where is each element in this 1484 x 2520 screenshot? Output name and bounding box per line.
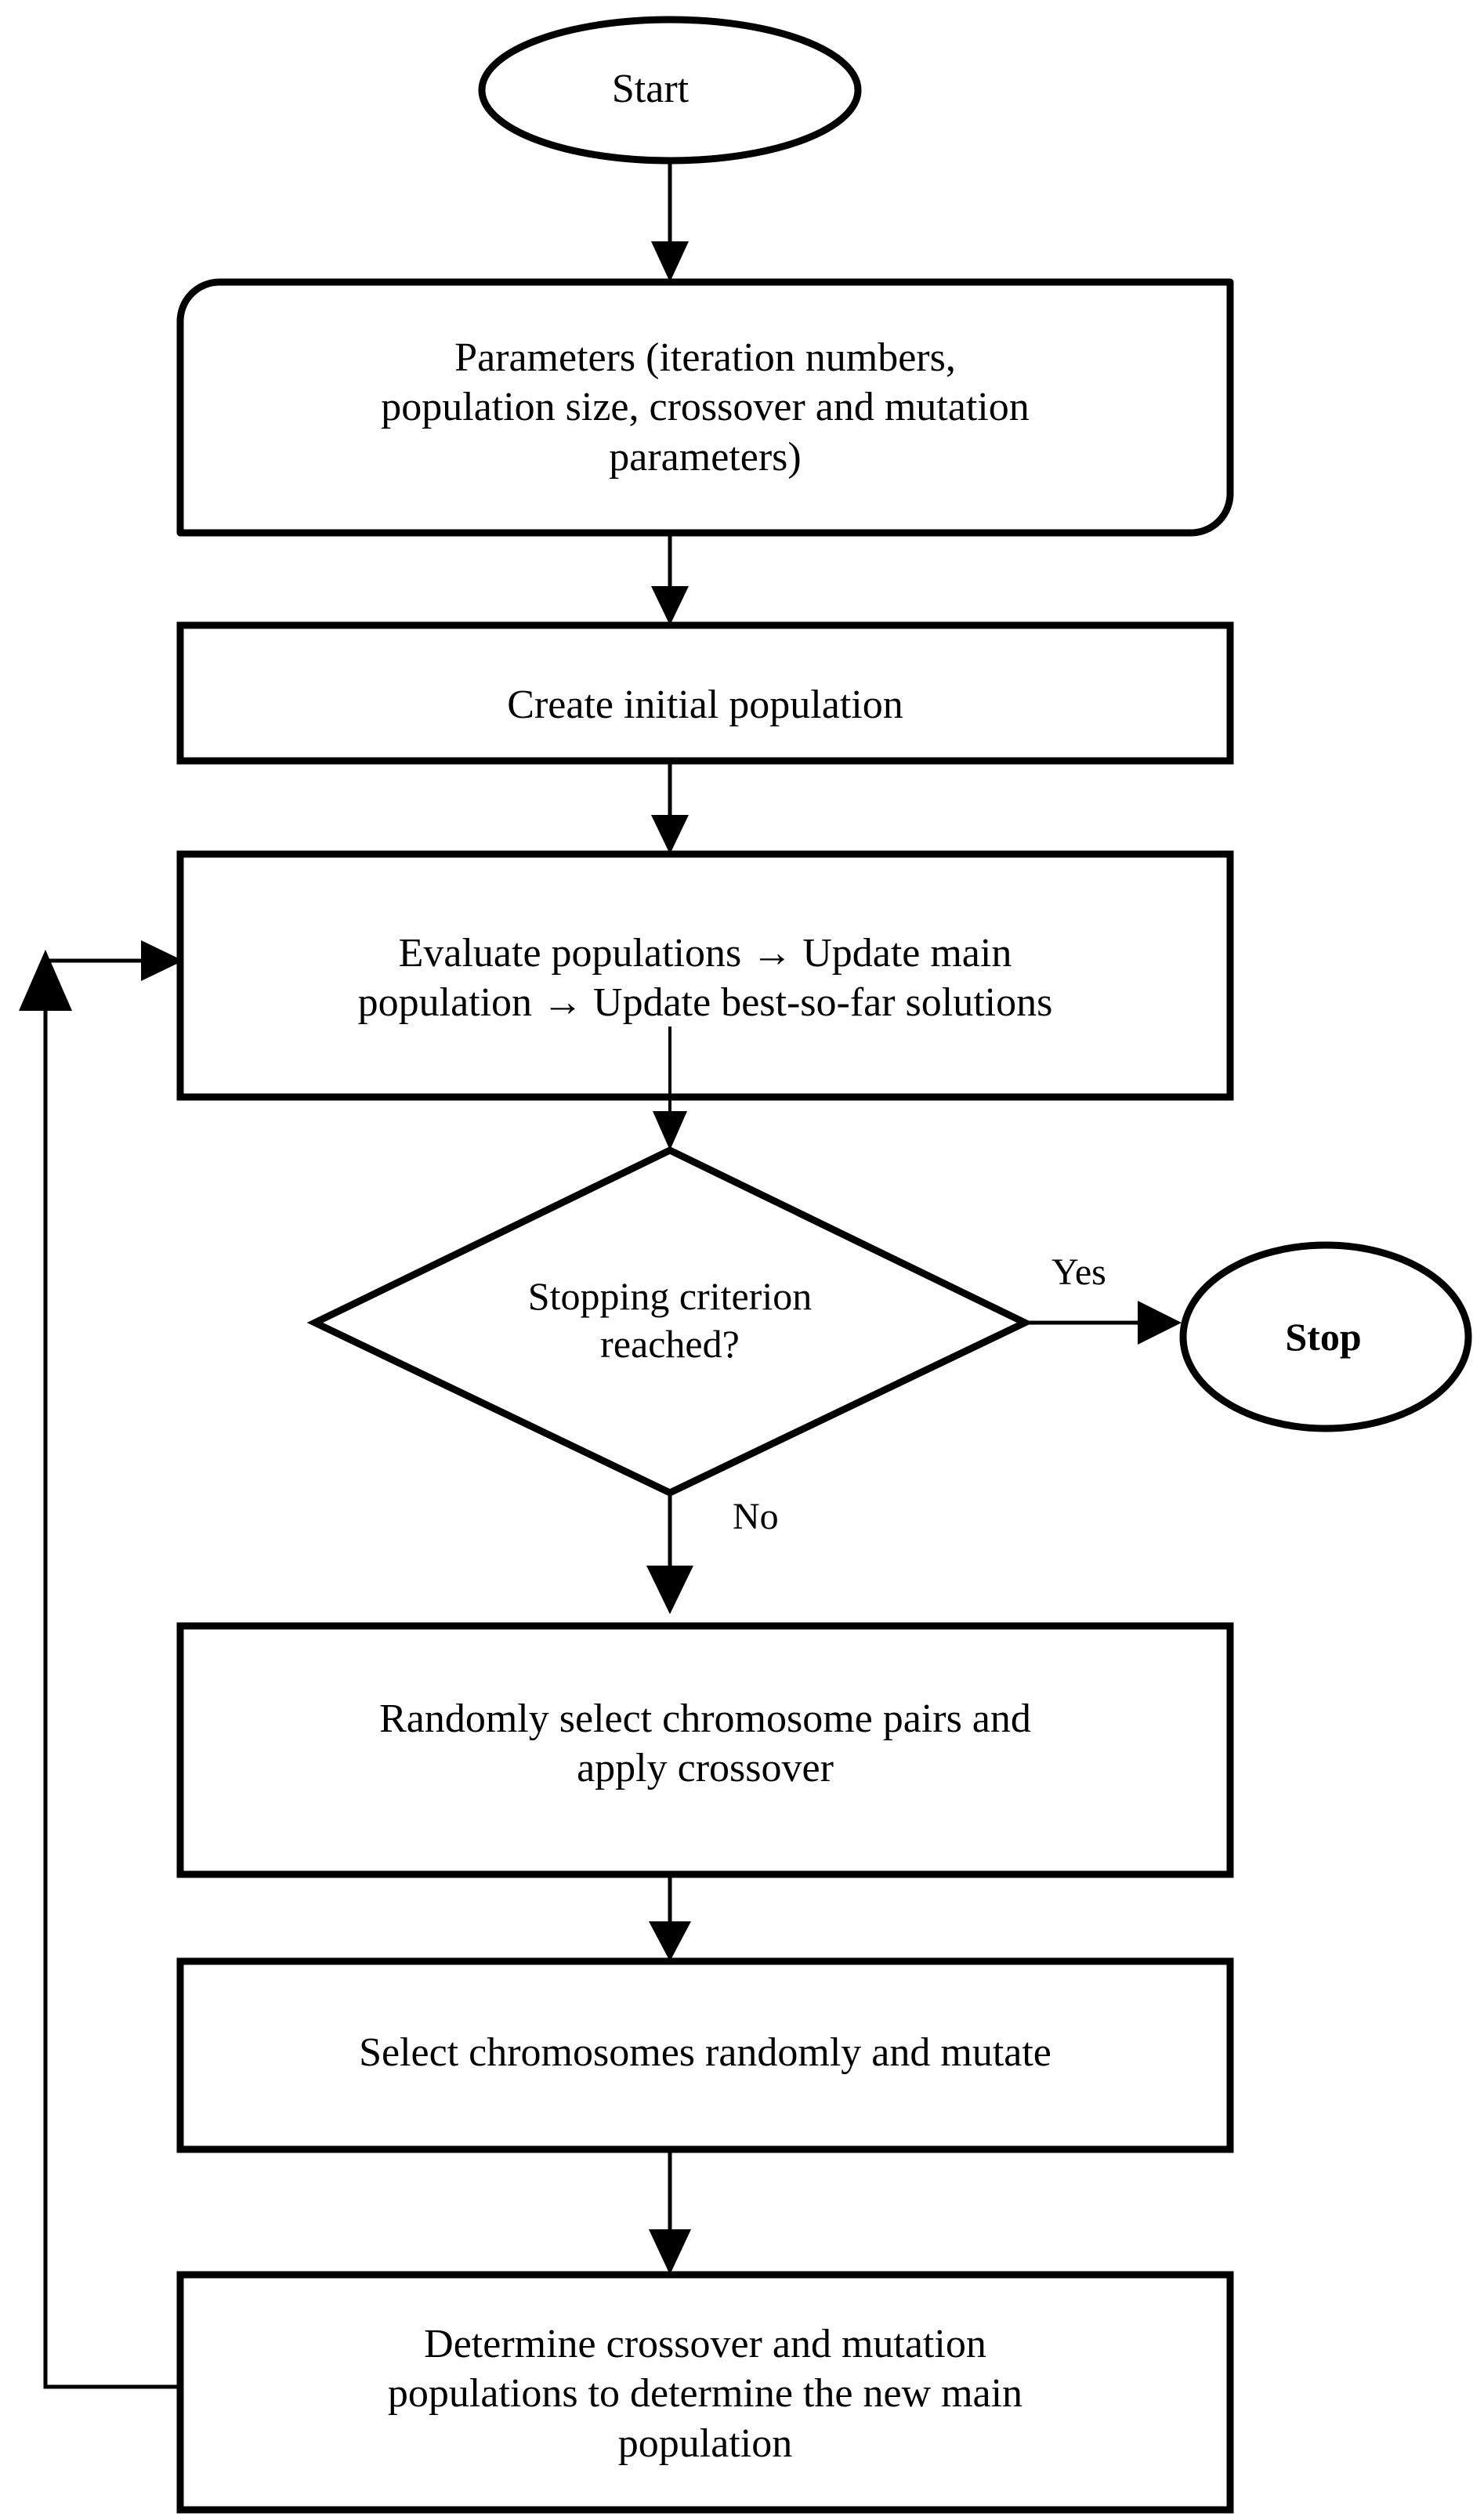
node-shape-decision[interactable] — [306, 1146, 1033, 1497]
node-shape-parameters[interactable] — [176, 278, 1234, 537]
node-shape-stop[interactable] — [1179, 1241, 1472, 1432]
node-shape-mutation[interactable] — [176, 1957, 1234, 2153]
arrowhead-mutation-to-determine — [649, 2229, 691, 2275]
arrowhead-decision-to-crossover — [646, 1566, 693, 1614]
node-shape-crossover[interactable] — [176, 1622, 1234, 1878]
node-shape-create-population[interactable] — [176, 621, 1234, 765]
arrowhead-start-to-parameters — [651, 241, 689, 282]
arrowhead-feedback-up — [19, 950, 72, 1011]
arrowhead-crossover-to-mutation — [649, 1921, 691, 1961]
arrowhead-parameters-to-create — [651, 586, 689, 625]
node-shape-start[interactable] — [478, 16, 862, 165]
arrowhead-create-to-evaluate — [651, 815, 689, 854]
edge-feedback-loop — [43, 981, 180, 2389]
node-shape-determine[interactable] — [176, 2271, 1234, 2514]
arrowhead-feedback-into-evaluate — [141, 940, 183, 981]
node-shape-evaluate[interactable] — [176, 850, 1234, 1101]
arrowhead-decision-to-stop — [1138, 1301, 1182, 1345]
arrowhead-evaluate-to-decision — [653, 1111, 687, 1150]
